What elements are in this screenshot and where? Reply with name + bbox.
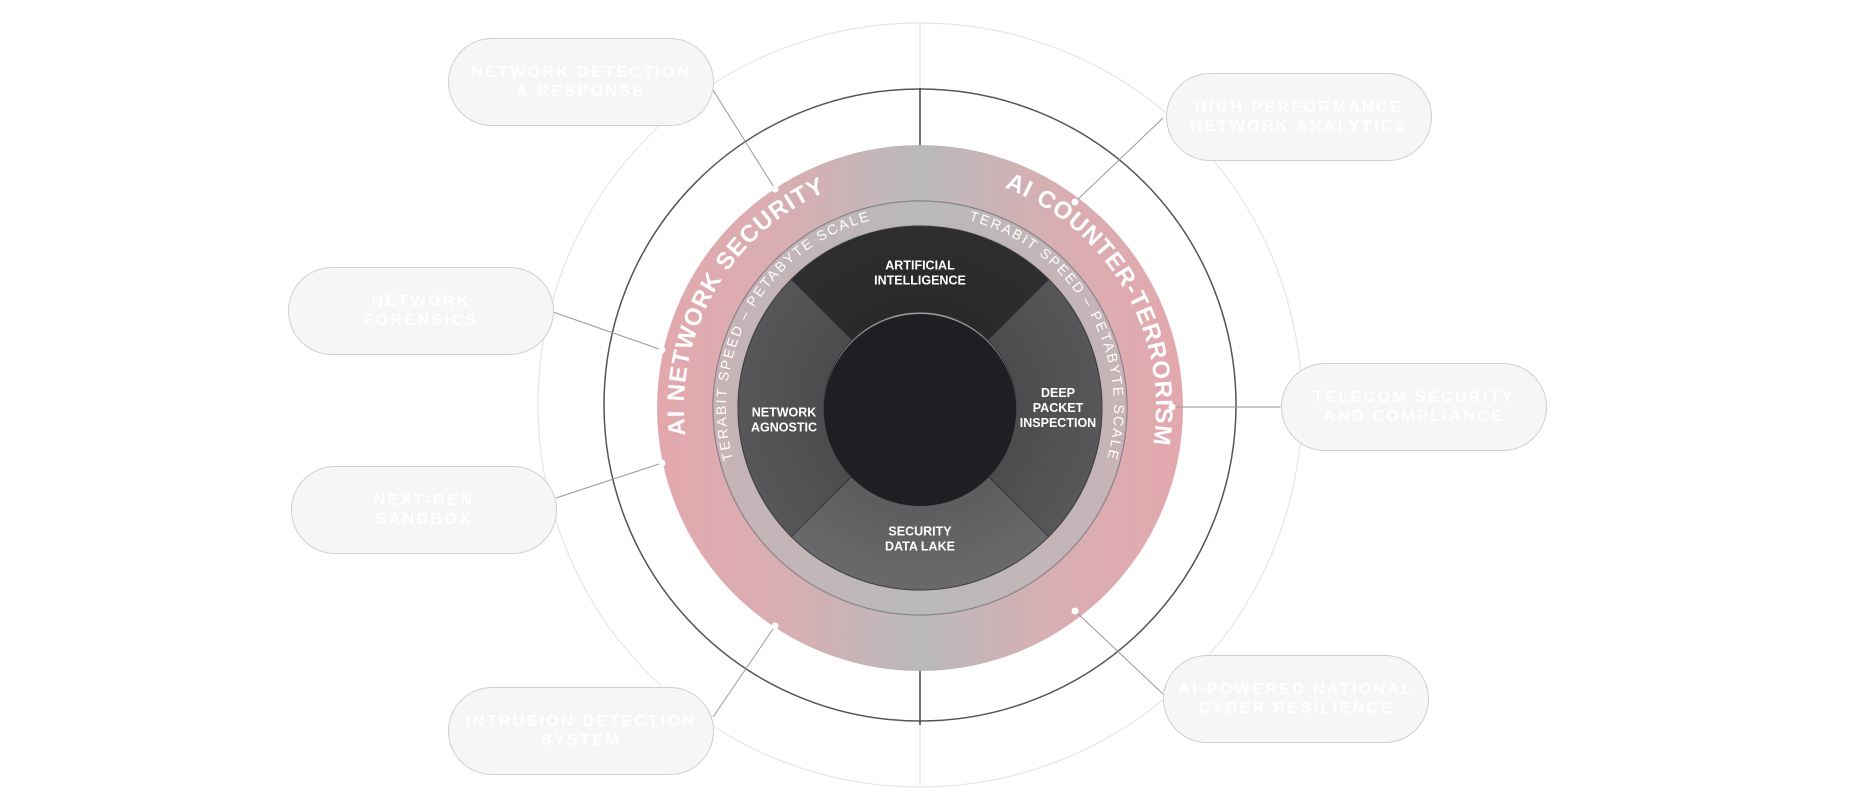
connector-dot xyxy=(771,185,779,193)
capability-label-line: AND COMPLIANCE xyxy=(1323,408,1505,425)
connector-dot xyxy=(771,622,779,630)
capability-label-line: FORENSICS xyxy=(363,312,479,329)
capability-label-line: & RESPONSE xyxy=(516,83,646,100)
capability-label-line: NETWORK xyxy=(371,293,471,310)
connector-network-detection xyxy=(712,89,776,190)
capability-intrusion-detection-system: INTRUSION DETECTION SYSTEM xyxy=(448,687,714,775)
connector-dot xyxy=(1071,198,1079,206)
capability-ai-powered-national-cyber-resilience: AI-POWERED NATIONAL CYBER RESILIENCE xyxy=(1163,655,1429,743)
connector-dot xyxy=(658,459,666,467)
capability-label-line: AI-POWERED NATIONAL xyxy=(1178,681,1414,698)
connector-dot xyxy=(1071,607,1079,615)
connector-network-forensics xyxy=(552,311,663,351)
capability-label-line: CYBER RESILIENCE xyxy=(1198,700,1394,717)
connector-ai-national-resilience xyxy=(1074,610,1164,695)
connector-dot xyxy=(1168,403,1176,411)
capability-next-gen-sandbox: NEXT-GEN SANDBOX xyxy=(291,466,557,554)
capability-label-line: NETWORK ANALYTICS xyxy=(1190,118,1408,135)
capability-telecom-security-compliance: TELECOM SECURITY AND COMPLIANCE xyxy=(1281,363,1547,451)
capability-label-line: SYSTEM xyxy=(540,732,622,749)
capability-label-line: HIGH PERFORMANCE xyxy=(1194,99,1404,116)
capability-label-line: NETWORK DETECTION xyxy=(470,64,692,81)
capability-high-performance-network-analytics: HIGH PERFORMANCE NETWORK ANALYTICS xyxy=(1166,73,1432,161)
connector-high-performance xyxy=(1074,117,1164,203)
capability-label-line: SANDBOX xyxy=(375,511,473,528)
connector-dot xyxy=(658,346,666,354)
core-circle xyxy=(824,314,1016,506)
connector-intrusion-detection xyxy=(712,625,776,718)
connector-lines xyxy=(552,89,1280,718)
connector-next-gen-sandbox xyxy=(555,462,663,499)
capability-network-forensics: NETWORK FORENSICS xyxy=(288,267,554,355)
capability-label-line: NEXT-GEN xyxy=(373,492,475,509)
capability-label-line: TELECOM SECURITY xyxy=(1313,389,1515,406)
capability-label-line: INTRUSION DETECTION xyxy=(465,713,697,730)
capability-network-detection-response: NETWORK DETECTION & RESPONSE xyxy=(448,38,714,126)
